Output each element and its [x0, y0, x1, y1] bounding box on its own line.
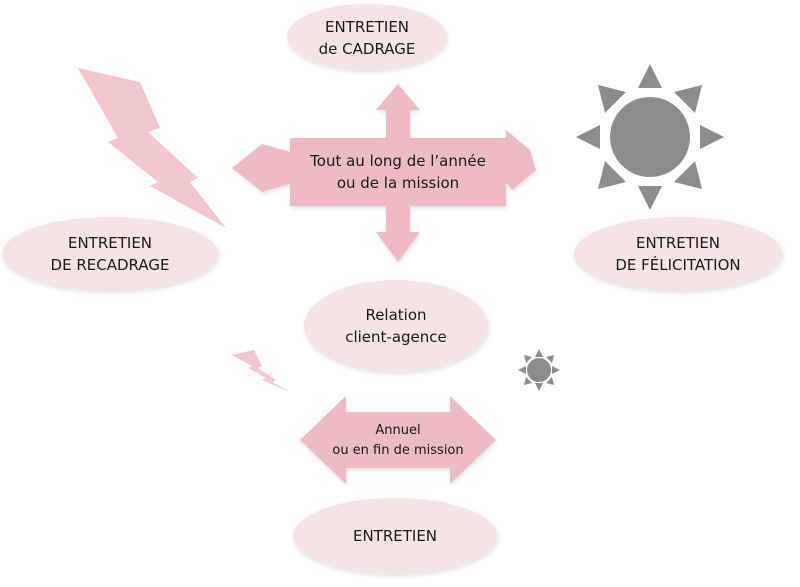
- node-relation-client-agence: Relation client-agence: [304, 280, 488, 372]
- horizontal-arrow-label-line2: ou en fin de mission: [332, 443, 463, 458]
- node-recadrage-line1: ENTRETIEN: [68, 234, 152, 252]
- node-entretien-line1: ENTRETIEN: [353, 527, 437, 545]
- horizontal-double-arrow: [300, 396, 496, 484]
- lightning-bolt-icon: [78, 68, 226, 228]
- cross-arrow-label-line1: Tout au long de l’année: [309, 152, 486, 170]
- node-entretien-recadrage: ENTRETIEN DE RECADRAGE: [2, 217, 218, 291]
- node-felicitation-line2: DE FÉLICITATION: [615, 255, 740, 274]
- sun-small-icon: [518, 349, 560, 391]
- node-recadrage-line2: DE RECADRAGE: [51, 256, 170, 274]
- lightning-bolt-small-icon: [232, 350, 290, 392]
- cross-arrow-label-line2: ou de la mission: [337, 174, 459, 192]
- node-relation-line1: Relation: [365, 306, 426, 324]
- cross-arrow: [232, 84, 536, 262]
- sun-icon: [576, 64, 724, 210]
- node-cadrage-line1: ENTRETIEN: [325, 18, 409, 36]
- node-entretien-cadrage: ENTRETIEN de CADRAGE: [287, 4, 447, 70]
- node-entretien: ENTRETIEN: [293, 498, 497, 574]
- horizontal-arrow-label-line1: Annuel: [375, 423, 420, 438]
- node-relation-line2: client-agence: [345, 328, 447, 346]
- node-felicitation-line1: ENTRETIEN: [636, 234, 720, 252]
- node-cadrage-line2: de CADRAGE: [319, 40, 416, 58]
- node-entretien-felicitation: ENTRETIEN DE FÉLICITATION: [574, 217, 782, 291]
